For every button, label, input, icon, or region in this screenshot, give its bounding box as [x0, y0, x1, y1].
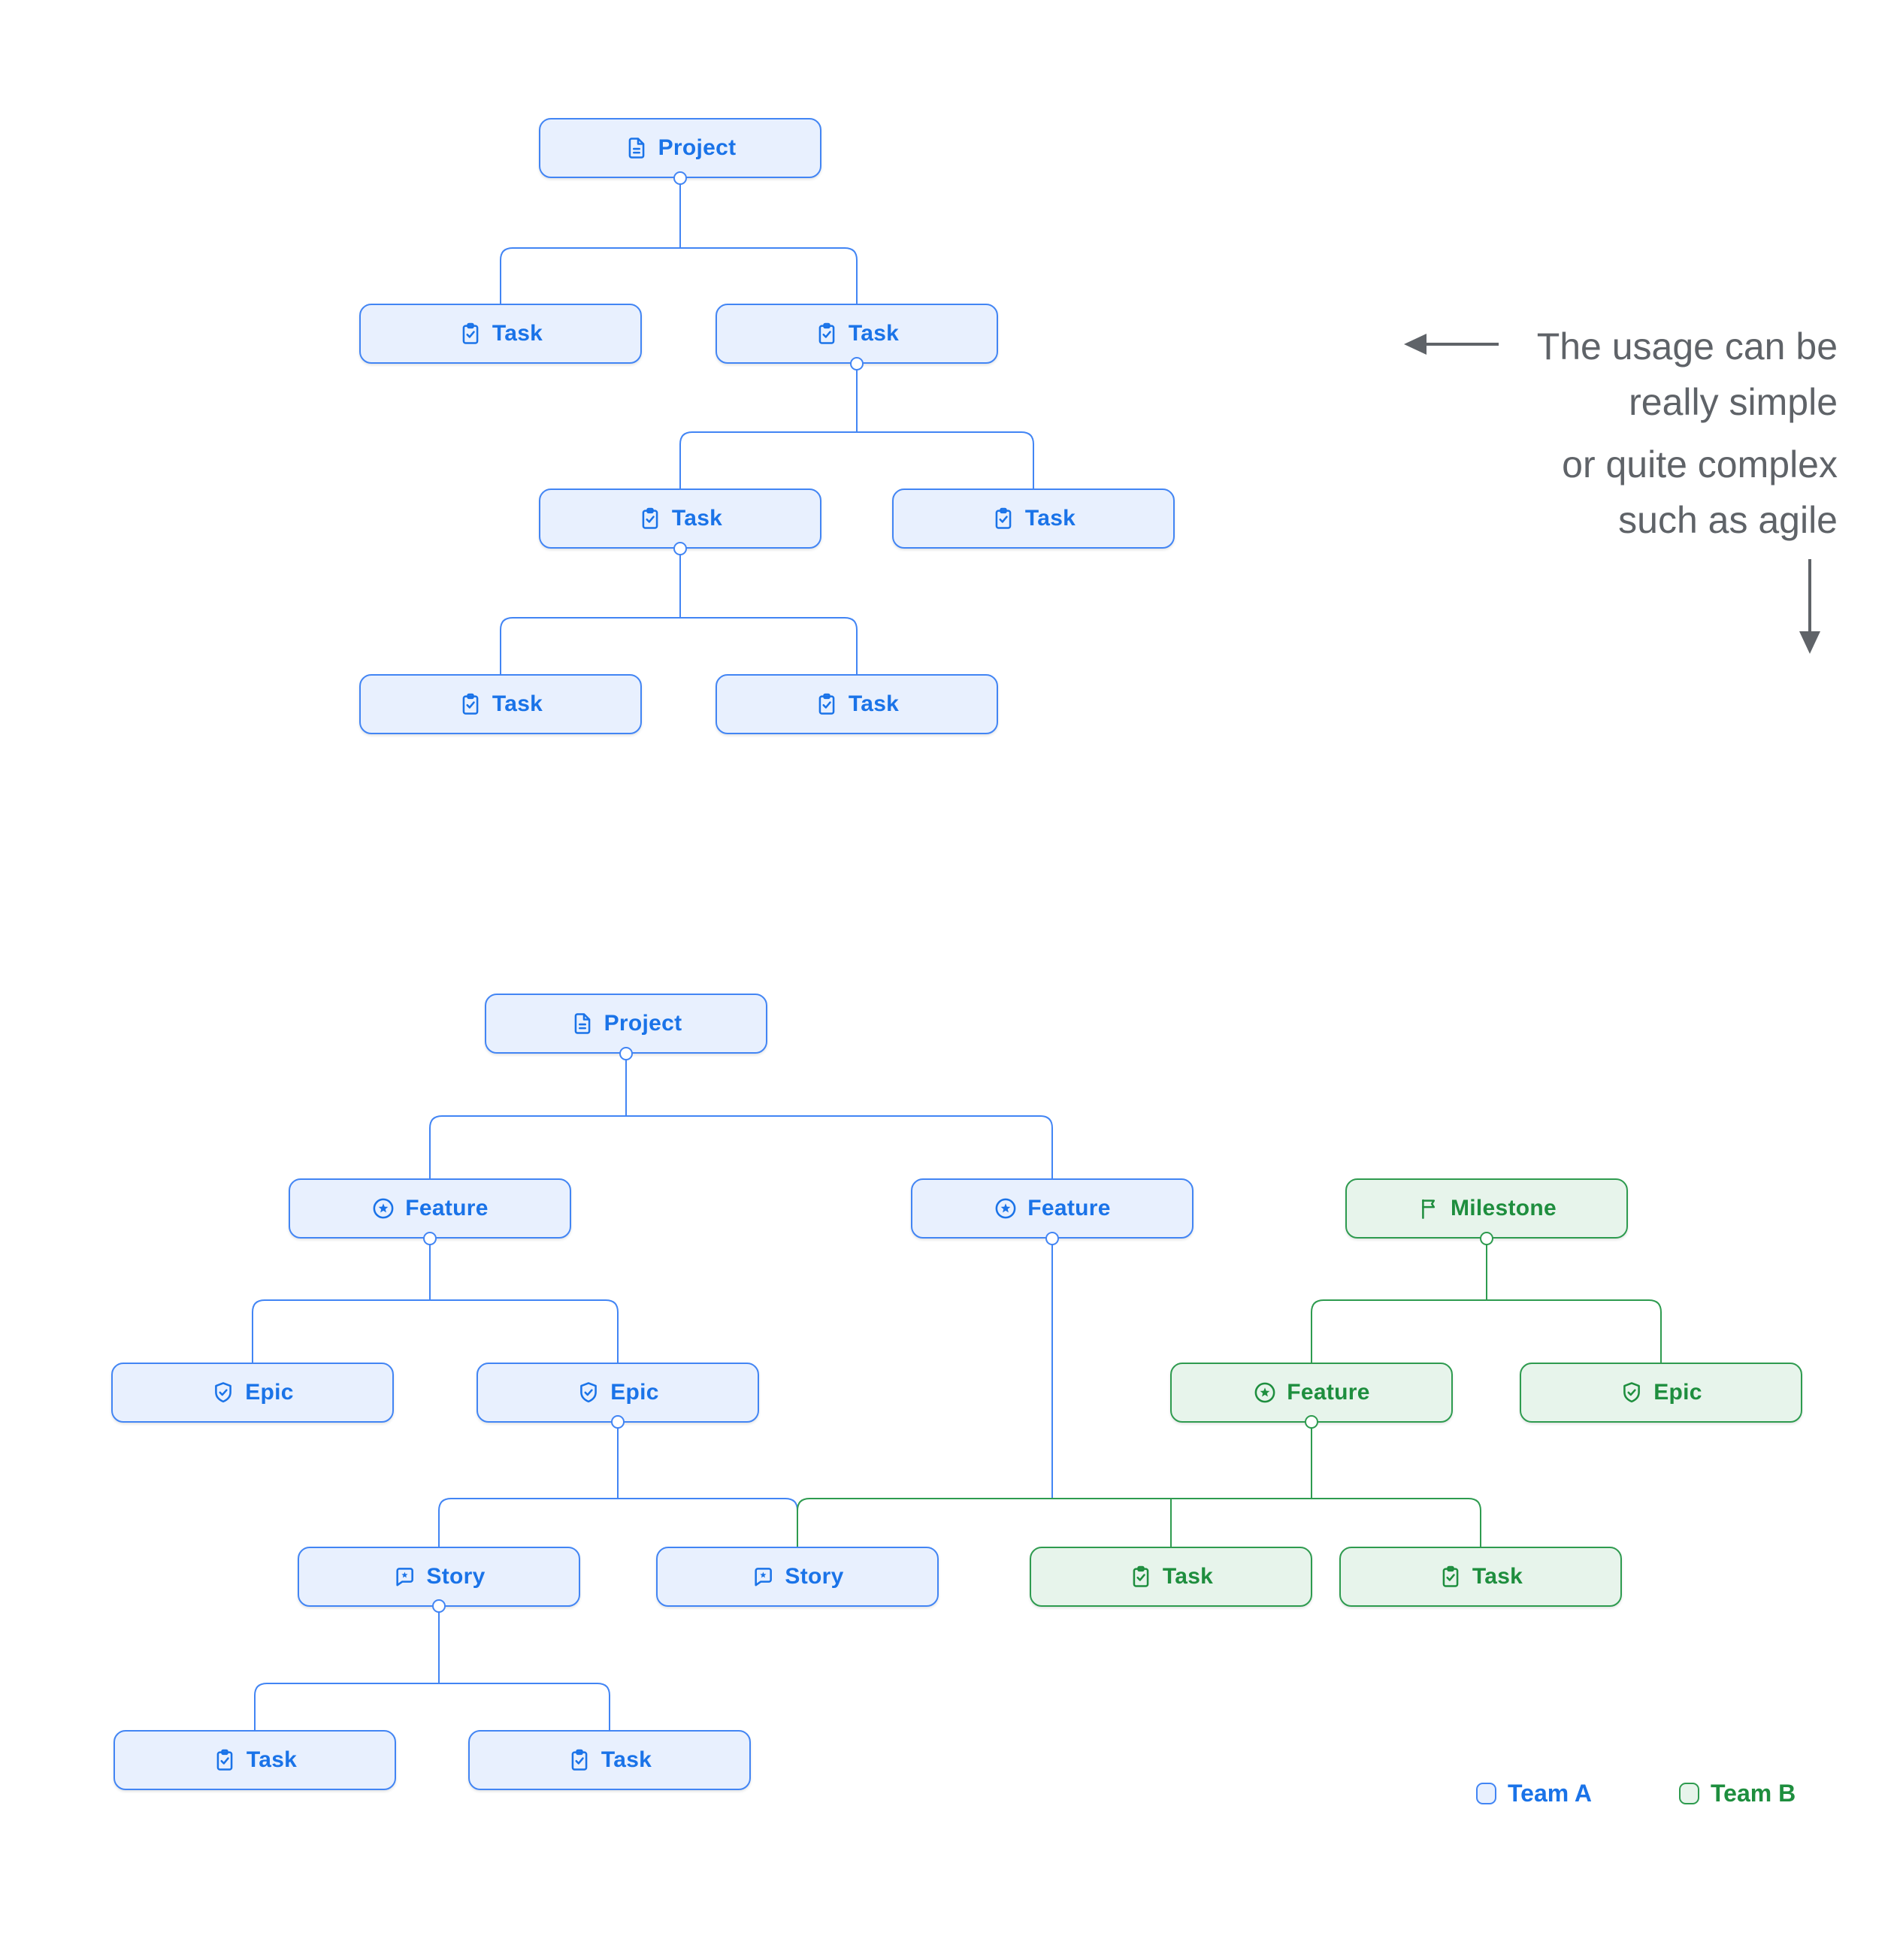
- node-label: Story: [785, 1564, 844, 1589]
- clipboard-check-icon: [818, 322, 835, 344]
- complex-task-node[interactable]: Task: [468, 1730, 751, 1790]
- simple-task-node[interactable]: Task: [716, 304, 998, 364]
- star-circle-icon: [1254, 1382, 1275, 1403]
- node-label: Epic: [610, 1380, 659, 1405]
- document-icon: [628, 138, 644, 159]
- node-label: Feature: [1027, 1196, 1111, 1220]
- legend-label: Team A: [1508, 1780, 1593, 1807]
- team-a-swatch-icon: [1476, 1783, 1496, 1804]
- node-label: Task: [492, 691, 543, 716]
- node-label: Project: [604, 1011, 682, 1036]
- simple-task-node[interactable]: Task: [359, 674, 642, 734]
- annotation-line: or quite complex: [1562, 443, 1838, 485]
- node-label: Project: [658, 135, 737, 160]
- simple-project-node[interactable]: Project: [539, 118, 821, 178]
- legend-label: Team B: [1711, 1780, 1796, 1807]
- team-b-swatch-icon: [1679, 1783, 1699, 1804]
- complex-feature-node[interactable]: Feature: [1170, 1363, 1453, 1423]
- complex-feature-node[interactable]: Feature: [289, 1178, 571, 1239]
- complex-task-node[interactable]: Task: [113, 1730, 396, 1790]
- complex-feature-node[interactable]: Feature: [911, 1178, 1194, 1239]
- clipboard-check-icon: [571, 1749, 588, 1771]
- clipboard-check-icon: [818, 693, 835, 715]
- clipboard-check-icon: [462, 693, 479, 715]
- node-label: Task: [1472, 1564, 1523, 1589]
- complex-epic-node[interactable]: Epic: [111, 1363, 394, 1423]
- node-label: Feature: [1287, 1380, 1370, 1405]
- complex-project-node[interactable]: Project: [485, 994, 767, 1054]
- node-label: Story: [426, 1564, 486, 1589]
- node-label: Task: [246, 1747, 298, 1772]
- annotation-complex-text: or quite complex such as agile: [1562, 437, 1838, 548]
- story-bubble-star-icon: [755, 1568, 773, 1586]
- clipboard-check-icon: [1442, 1565, 1459, 1587]
- legend-team-b: Team B: [1679, 1780, 1796, 1807]
- node-label: Milestone: [1450, 1196, 1557, 1220]
- clipboard-check-icon: [1133, 1565, 1149, 1587]
- annotation-line: The usage can be: [1536, 325, 1838, 368]
- node-label: Task: [492, 321, 543, 346]
- simple-task-node[interactable]: Task: [539, 488, 821, 549]
- legend-team-a: Team A: [1476, 1780, 1592, 1807]
- node-label: Task: [671, 506, 723, 531]
- document-icon: [574, 1013, 590, 1034]
- star-circle-icon: [995, 1198, 1016, 1219]
- node-label: Task: [1024, 506, 1076, 531]
- node-label: Task: [1162, 1564, 1214, 1589]
- simple-task-node[interactable]: Task: [892, 488, 1175, 549]
- clipboard-check-icon: [642, 507, 658, 529]
- simple-task-node[interactable]: Task: [716, 674, 998, 734]
- clipboard-check-icon: [995, 507, 1012, 529]
- annotation-simple-text: The usage can be really simple: [1537, 319, 1838, 430]
- flag-icon: [1422, 1199, 1436, 1219]
- complex-milestone-node[interactable]: Milestone: [1345, 1178, 1628, 1239]
- node-label: Epic: [245, 1380, 294, 1405]
- annotation-line: really simple: [1629, 381, 1838, 423]
- shield-check-icon: [1623, 1382, 1641, 1403]
- complex-story-node[interactable]: Story: [656, 1547, 939, 1607]
- annotation-line: such as agile: [1618, 499, 1838, 541]
- node-label: Task: [848, 321, 900, 346]
- node-label: Task: [848, 691, 900, 716]
- complex-epic-node[interactable]: Epic: [1520, 1363, 1802, 1423]
- story-bubble-star-icon: [396, 1568, 414, 1586]
- star-circle-icon: [373, 1198, 394, 1219]
- complex-story-node[interactable]: Story: [298, 1547, 580, 1607]
- clipboard-check-icon: [462, 322, 479, 344]
- shield-check-icon: [580, 1382, 598, 1403]
- simple-task-node[interactable]: Task: [359, 304, 642, 364]
- node-label: Feature: [405, 1196, 489, 1220]
- left-arrow-icon: [1404, 334, 1499, 355]
- shield-check-icon: [215, 1382, 232, 1403]
- complex-task-node[interactable]: Task: [1339, 1547, 1622, 1607]
- node-label: Task: [601, 1747, 652, 1772]
- complex-task-node[interactable]: Task: [1030, 1547, 1312, 1607]
- node-label: Epic: [1653, 1380, 1702, 1405]
- down-arrow-icon: [1799, 559, 1820, 654]
- clipboard-check-icon: [216, 1749, 233, 1771]
- complex-epic-node[interactable]: Epic: [477, 1363, 759, 1423]
